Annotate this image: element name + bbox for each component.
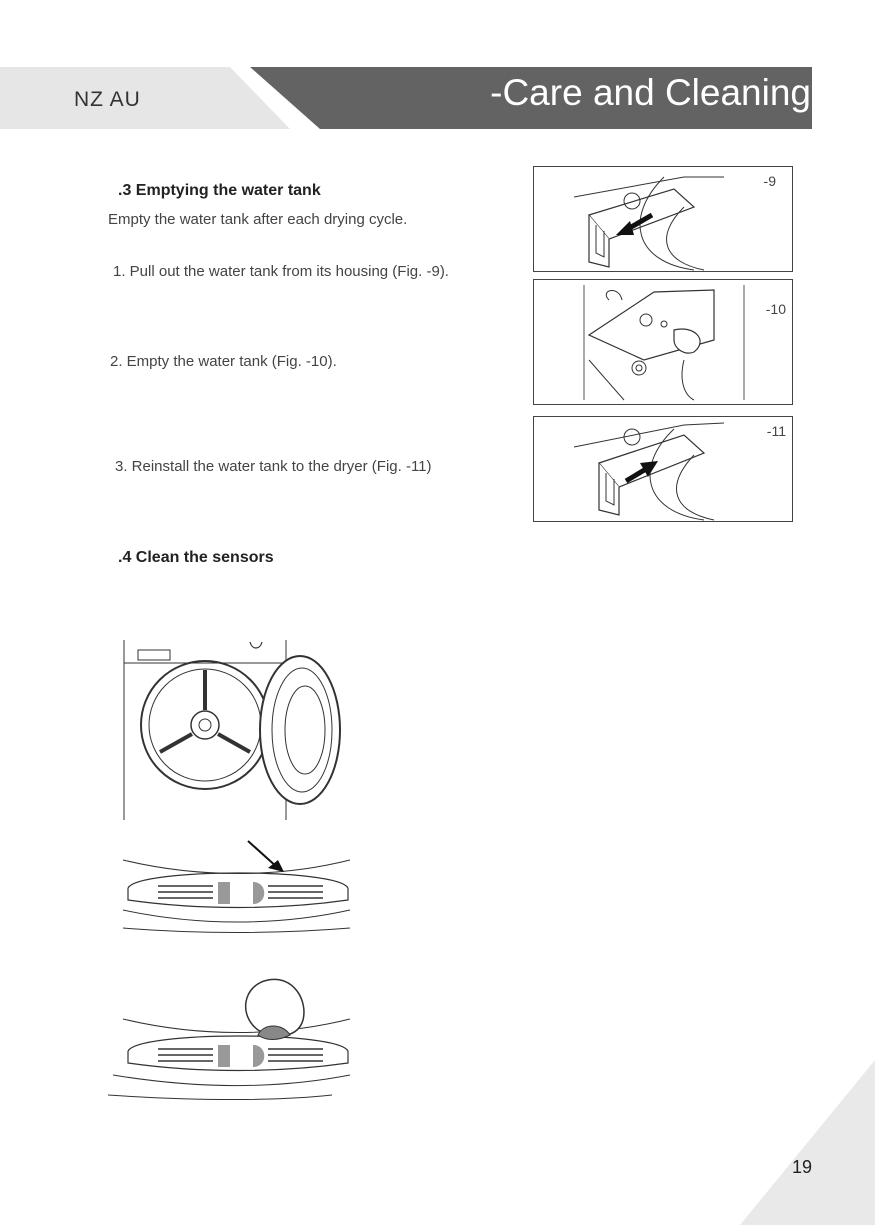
section-title-clean-sensors: .4 Clean the sensors — [118, 549, 274, 567]
figure-11-label: -11 — [767, 423, 786, 439]
step-3: 3. Reinstall the water tank to the dryer… — [115, 458, 432, 475]
header-left-band — [0, 67, 300, 129]
figure-10: -10 — [533, 279, 793, 405]
figure-11: -11 — [533, 416, 793, 522]
dryer-door-open-illustration — [110, 630, 360, 830]
page-title: -Care and Cleaning — [490, 72, 811, 114]
figure-10-label: -10 — [766, 301, 786, 317]
step-2: 2. Empty the water tank (Fig. -10). — [110, 353, 337, 370]
figure-9-label: -9 — [764, 173, 776, 189]
region-label: NZ AU — [74, 88, 141, 112]
water-tank-pull-illustration — [534, 167, 792, 271]
figure-9: -9 — [533, 166, 793, 272]
water-tank-empty-illustration — [534, 280, 792, 404]
sensor-cleaning-illustration — [108, 975, 358, 1105]
water-tank-reinstall-illustration — [534, 417, 792, 521]
sensor-closeup-illustration — [118, 838, 358, 948]
intro-text: Empty the water tank after each drying c… — [108, 211, 407, 228]
page-number: 19 — [792, 1157, 812, 1178]
section-title-emptying-tank: .3 Emptying the water tank — [118, 182, 321, 200]
corner-decoration — [740, 1060, 875, 1225]
step-1: 1. Pull out the water tank from its hous… — [113, 263, 449, 280]
